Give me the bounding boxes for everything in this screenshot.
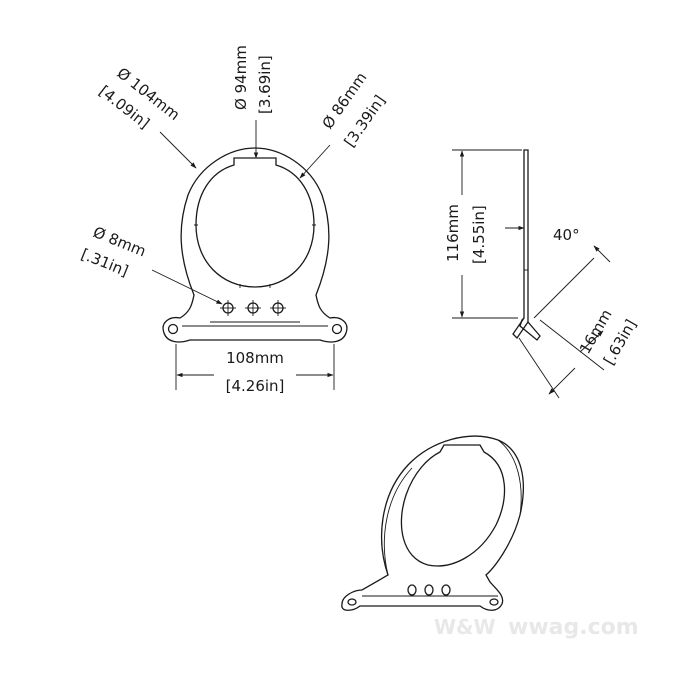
- bend-angle: 40°: [553, 226, 580, 244]
- switch-holes: [220, 300, 286, 316]
- leader-hole-diameter: [151, 269, 223, 305]
- iso-inner-ring: [400, 444, 506, 567]
- isometric-view: [341, 435, 524, 611]
- watermark: W&W wwag.com: [434, 615, 639, 640]
- height-mm: 116mm: [444, 204, 462, 262]
- front-view: [151, 120, 348, 390]
- leader-inner-diameter: [299, 144, 331, 179]
- watermark-site: wwag.com: [508, 615, 639, 640]
- width-mm: 108mm: [226, 349, 284, 367]
- mount-hole-left: [167, 323, 179, 335]
- ring-diameter-mm: Ø 94mm: [232, 45, 250, 110]
- front-tab-slots: [194, 224, 316, 288]
- watermark-logo: W&W: [434, 615, 496, 639]
- foot-ext-1: [518, 337, 560, 399]
- iso-switch-hole-1: [407, 584, 417, 596]
- bracket-outline: [162, 147, 348, 343]
- foot-profile: [512, 317, 529, 340]
- side-profile: [519, 149, 541, 341]
- ring-diameter-in: [3.69in]: [256, 55, 274, 114]
- height-in: [4.55in]: [470, 205, 488, 264]
- angle-line: [533, 257, 595, 319]
- bracket-inner-ring: [195, 157, 315, 288]
- iso-edge-thickness: [383, 439, 522, 576]
- iso-switch-hole-2: [424, 584, 434, 596]
- foot-dim-1: [548, 367, 576, 395]
- iso-bracket-outline: [341, 435, 524, 611]
- width-in: [4.26in]: [226, 377, 285, 395]
- iso-mount-hole-right: [489, 598, 499, 606]
- mount-hole-right: [331, 323, 343, 335]
- leader-outer-diameter: [159, 131, 197, 169]
- iso-mount-hole-left: [347, 598, 357, 606]
- foot-dim-2: [579, 330, 604, 353]
- side-view: [452, 149, 611, 399]
- iso-switch-hole-3: [441, 584, 451, 596]
- foot-ext-2: [539, 319, 605, 371]
- angle-arrow: [593, 245, 611, 263]
